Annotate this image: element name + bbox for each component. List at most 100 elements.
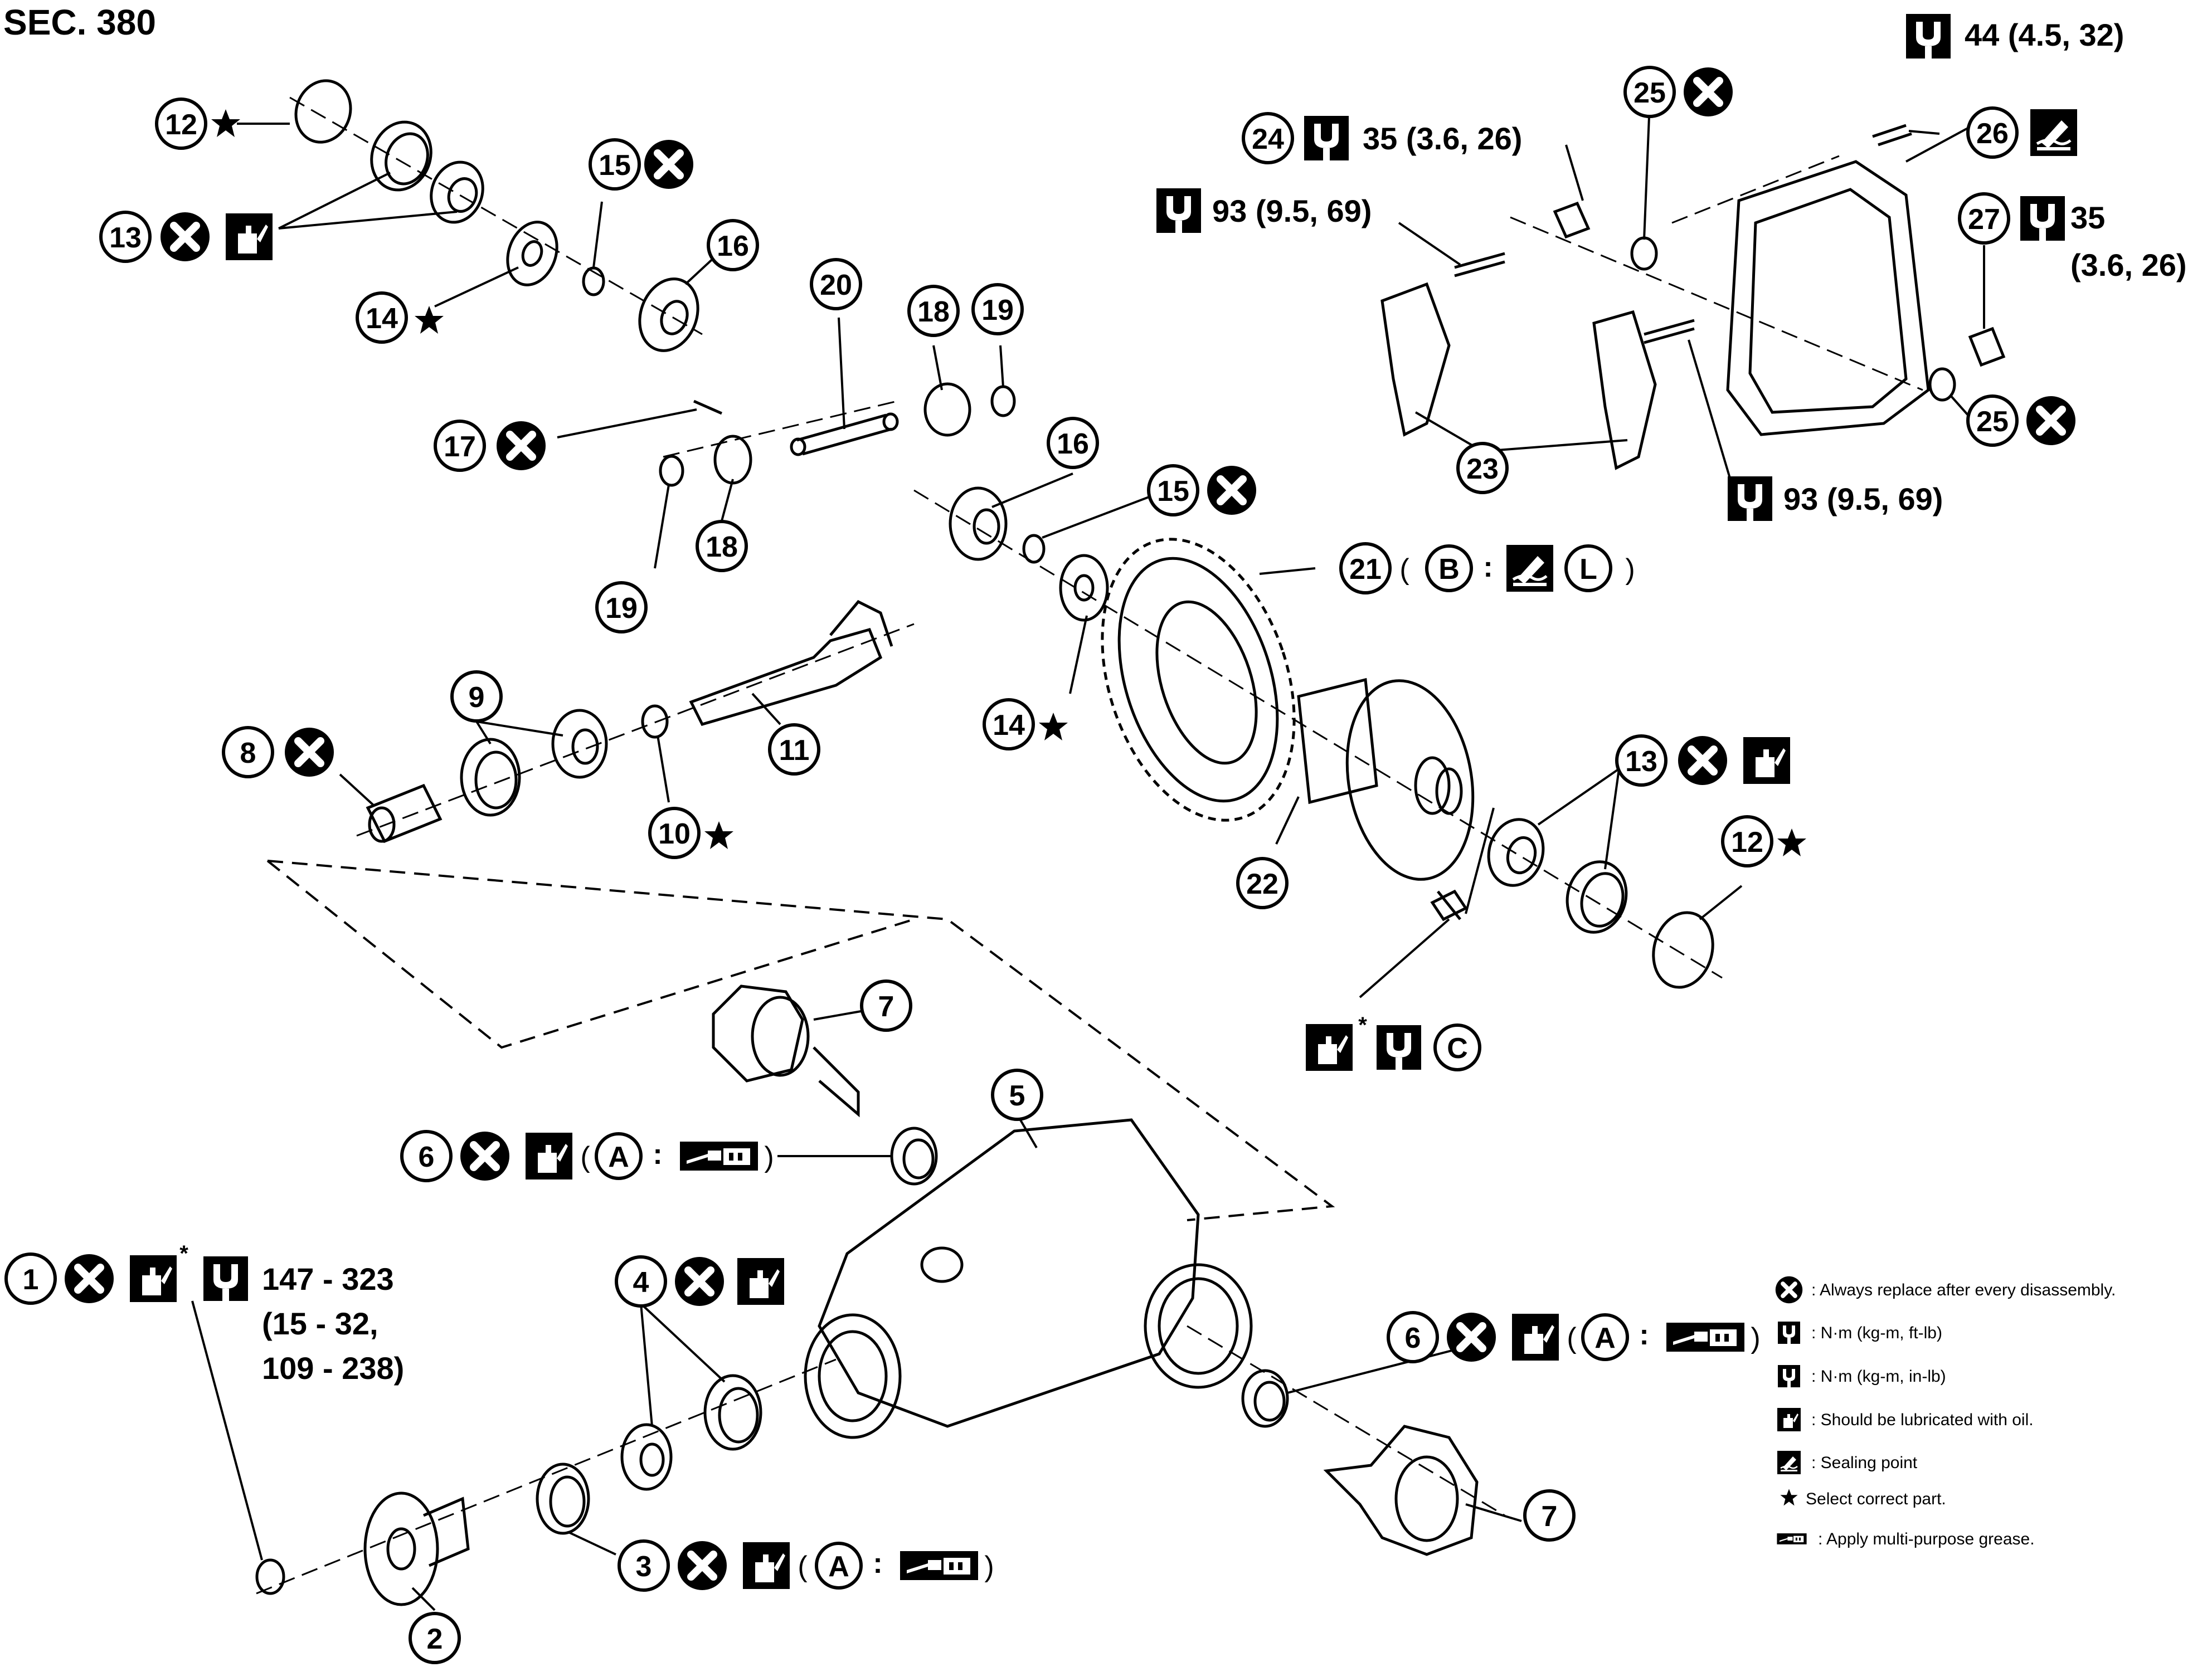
callout-12-lower: 12 [1721,815,1773,867]
torque-1-line2: (15 - 32, [262,1306,378,1341]
svg-text:17: 17 [444,431,476,463]
svg-text:13: 13 [1625,745,1657,778]
cover-bolt-44 [1872,124,1912,147]
svg-text:16: 16 [717,230,749,262]
oil-can-icon [1512,1314,1559,1361]
callout-4: 4 [615,1255,667,1308]
svg-text:A: A [1594,1322,1616,1354]
star-icon [1777,828,1806,856]
svg-text:8: 8 [240,737,256,769]
svg-text:C: C [1447,1032,1468,1065]
star-icon [211,109,240,137]
svg-text:5: 5 [1009,1080,1025,1112]
torque-27-line1: 35 [2070,200,2105,235]
svg-text:7: 7 [878,991,894,1023]
differential-case-22 [1297,677,1378,805]
torque-24: 35 (3.6, 26) [1363,121,1522,156]
callout-23: 23 [1456,442,1509,494]
grease-gun-icon [680,1142,758,1171]
side-bearing-13-top [430,160,484,224]
callout-16-top: 16 [707,219,759,271]
legend-row-grease: : Apply multi-purpose grease. [1777,1530,2035,1548]
callout-20: 20 [810,258,862,310]
svg-text:: N·m (kg-m, in-lb): : N·m (kg-m, in-lb) [1811,1367,1946,1386]
torque-93-top: 93 (9.5, 69) [1212,193,1372,228]
companion-flange-2 [363,1491,439,1606]
svg-text:): ) [764,1141,774,1173]
torque-wrench-icon [1304,116,1349,160]
replace-x-icon [2026,396,2075,445]
callout-2: 2 [409,1612,461,1664]
svg-text:(: ( [1567,1322,1577,1354]
callout-12-top: 12 [155,98,207,150]
callout-9: 9 [450,670,503,723]
pinion-bearing-race-9 [460,738,521,817]
callout-1: 1 [4,1252,57,1305]
svg-text:4: 4 [633,1266,649,1299]
sealing-point-icon [1776,1450,1802,1475]
svg-text:26: 26 [1976,118,2009,150]
oil-can-icon [743,1542,790,1589]
axis-lines [256,96,1923,1595]
svg-text:25: 25 [1976,406,2009,438]
svg-text:: Always replace after every d: : Always replace after every disassembly… [1811,1281,2116,1299]
svg-text:(: ( [1399,553,1409,586]
collapsible-spacer-8 [366,783,443,844]
callout-5: 5 [991,1069,1043,1121]
callout-16-lower: 16 [1047,417,1099,469]
replace-x-icon [65,1254,114,1303]
torque-44: 44 (4.5, 32) [1965,17,2124,52]
svg-text:11: 11 [779,734,810,767]
callout-15-lower: 15 [1147,464,1199,516]
filler-plug-24 [1553,201,1591,239]
grease-gun-icon [1777,1533,1807,1544]
callout-7-top: 7 [860,979,912,1032]
legend-row-replace: : Always replace after every disassembly… [1776,1276,2116,1303]
svg-text:25: 25 [1634,77,1666,109]
thrust-washer-19-upper [990,385,1016,417]
svg-text:9: 9 [469,681,485,714]
svg-text:): ) [984,1551,994,1583]
torque-wrench-icon [1377,1025,1421,1070]
svg-text:: Should be lubricated with oi: : Should be lubricated with oil. [1811,1411,2034,1429]
oil-can-icon [737,1258,784,1305]
svg-text::: : [1483,551,1493,583]
callout-18-lower: 18 [696,520,748,572]
callout-8: 8 [222,726,274,778]
callout-14-lower: 14 [983,698,1035,750]
leader-lines [191,103,1985,1611]
replace-x-icon [678,1541,727,1590]
mount-bolt-upper [1454,252,1505,277]
star-icon [1780,1489,1798,1506]
shim-ring-12-top [294,79,352,144]
callout-3: 3 [618,1539,670,1592]
svg-text:23: 23 [1466,453,1499,485]
svg-text:27: 27 [1968,203,2000,236]
svg-text:18: 18 [917,296,950,328]
callout-19-lower: 19 [595,581,648,633]
front-oil-seal-3 [536,1463,590,1535]
grease-gun-icon [900,1551,978,1580]
svg-text:1: 1 [23,1264,39,1296]
star-icon [1039,713,1068,740]
thrust-washer-19-lower [659,455,684,487]
torque-wrench-icon [1906,14,1951,59]
svg-text:(: ( [580,1141,590,1173]
side-gear-16-top-hub [660,300,689,335]
legend-row-star: Select correct part. [1780,1489,1946,1508]
star-icon [704,821,733,849]
svg-text:*: * [1358,1013,1367,1037]
callout-18-top: 18 [907,285,960,337]
replace-x-icon [644,140,693,189]
thrust-washer-14-lower [1059,554,1109,622]
oil-can-icon [226,213,273,260]
svg-text:A: A [608,1141,629,1173]
ref-letter-l: L [1564,544,1612,592]
callout-13-lower: 13 [1615,734,1667,787]
callout-10: 10 [648,807,701,859]
svg-text::: : [653,1138,662,1171]
star-icon [415,306,444,334]
adjusting-washer-10 [641,704,669,739]
ref-letter-b: B [1425,544,1473,592]
callout-22: 22 [1236,857,1289,909]
